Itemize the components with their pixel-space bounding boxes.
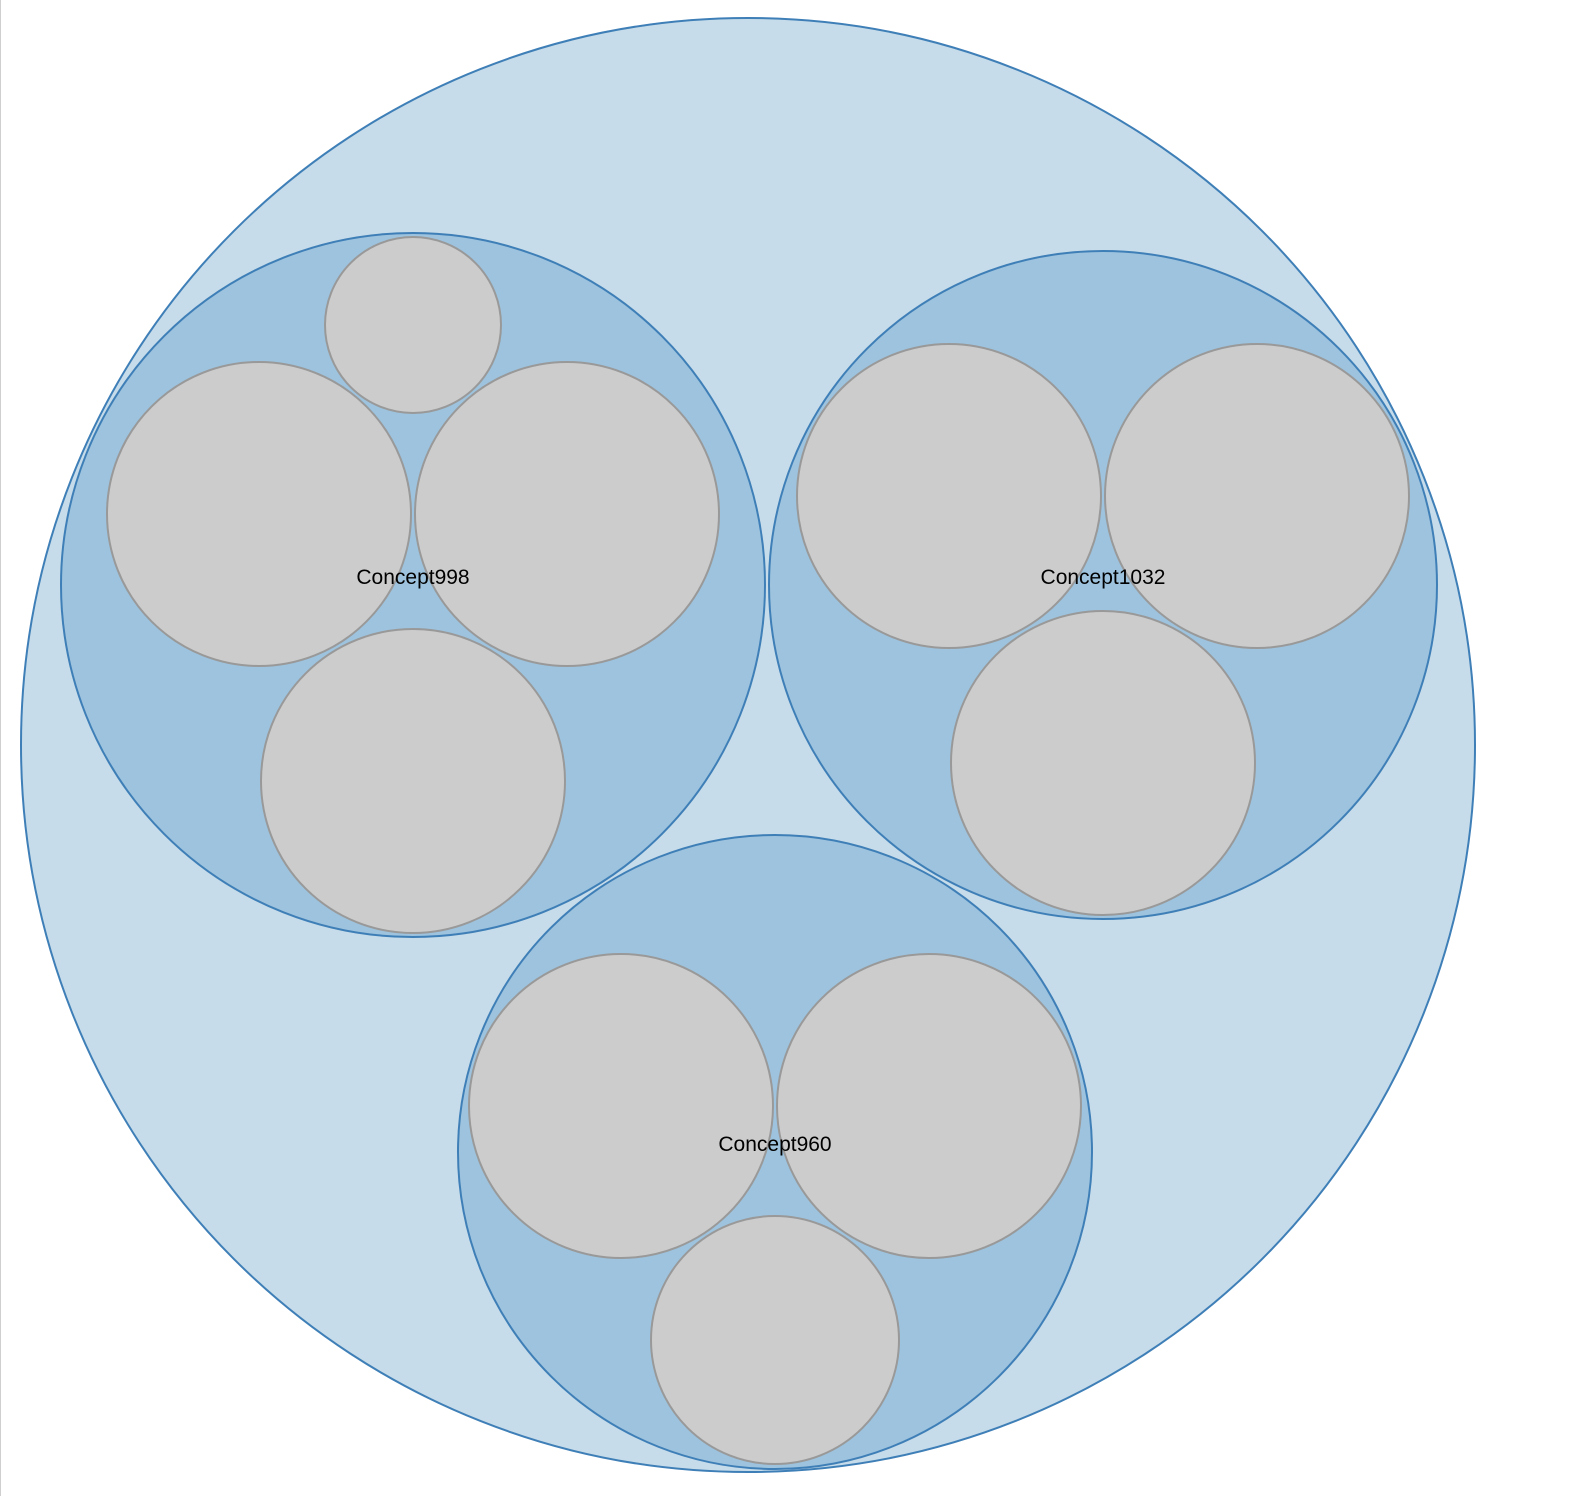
leaf-circle[interactable]: [106, 361, 412, 667]
leaf-circle[interactable]: [414, 361, 720, 667]
leaf-circle[interactable]: [650, 1215, 900, 1465]
group-label-concept1032: Concept1032: [1041, 566, 1166, 589]
group-label-concept960: Concept960: [718, 1133, 831, 1156]
group-label-concept998: Concept998: [356, 566, 469, 589]
leaf-circle[interactable]: [324, 236, 502, 414]
group-concept960: Concept960: [457, 834, 1093, 1470]
leaf-circle[interactable]: [776, 953, 1082, 1259]
leaf-circle[interactable]: [260, 628, 566, 934]
leaf-circle[interactable]: [468, 953, 774, 1259]
leaf-circle[interactable]: [796, 343, 1102, 649]
leaf-circle[interactable]: [950, 610, 1256, 916]
leaf-circle[interactable]: [1104, 343, 1410, 649]
left-border-line: [0, 0, 1, 1496]
group-concept1032: Concept1032: [768, 250, 1438, 920]
group-concept998: Concept998: [60, 232, 766, 938]
